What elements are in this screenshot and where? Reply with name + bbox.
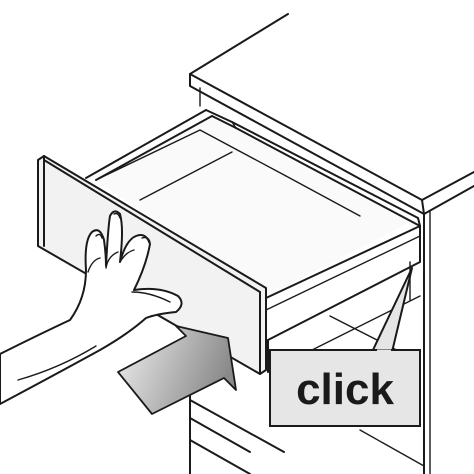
callout-pointer bbox=[372, 268, 412, 352]
callout-label: click bbox=[296, 365, 394, 414]
click-callout: click bbox=[270, 268, 420, 426]
push-arrow-icon bbox=[118, 326, 236, 414]
